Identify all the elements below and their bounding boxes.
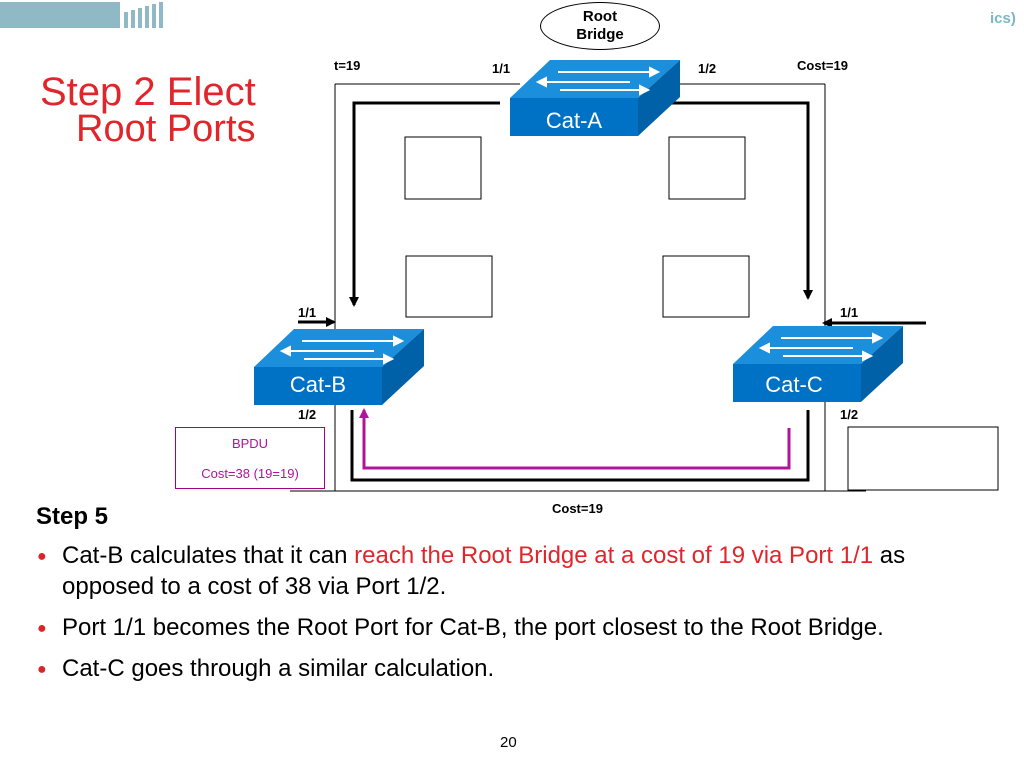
corner-brand-text: ics): [990, 10, 1016, 27]
page-number: 20: [500, 734, 517, 751]
switch-icon: [510, 60, 680, 136]
bpdu-title: BPDU: [231, 435, 269, 451]
logo-bars: [0, 0, 168, 30]
bpdu-cost: Cost=38 (19=19): [201, 465, 299, 481]
switch-label-cat-c: Cat-C: [765, 372, 823, 397]
placeholder-box: [405, 255, 493, 318]
switch-icon: [254, 329, 424, 405]
cost-label-bottom: Cost=19: [552, 501, 603, 516]
step-heading: Step 5: [36, 503, 109, 530]
port-label-cat-b-1-2: 1/2: [298, 407, 317, 422]
placeholder-box: [668, 136, 746, 200]
bullet-highlight-text: reach the Root Bridge at a cost of 19 vi…: [354, 542, 874, 569]
root-bubble-line1: Root: [582, 8, 618, 25]
placeholder-box: [847, 426, 999, 491]
switch-icon: [733, 326, 903, 402]
bullet-text: Cat-C goes through a similar calculation…: [62, 655, 495, 682]
cost-label-top-left: t=19: [334, 58, 361, 73]
switch-label-cat-a: Cat-A: [545, 108, 603, 133]
bpdu-arrow-cat-c-to-cat-b: [359, 408, 791, 470]
slide-title: Step 2 Elect: [40, 70, 256, 114]
bottom-link-black: [350, 410, 810, 482]
port-label-cat-c-1-1: 1/1: [840, 305, 859, 320]
port-label-cat-b-1-1: 1/1: [298, 305, 317, 320]
root-bridge-bubble: Root Bridge: [540, 2, 660, 50]
bullet-item: ● Cat-B calculates that it can reach the…: [34, 540, 994, 602]
bullet-text: Port 1/1 becomes the Root Port for Cat-B…: [62, 614, 884, 641]
slide-title-line2: Root Ports: [76, 108, 256, 150]
root-bubble-line2: Bridge: [576, 26, 624, 43]
link-outline: [290, 83, 866, 492]
placeholder-box: [662, 255, 750, 318]
bullet-list: ● Cat-B calculates that it can reach the…: [34, 540, 994, 694]
bullet-item: ● Port 1/1 becomes the Root Port for Cat…: [34, 612, 994, 643]
bpdu-arrow-to-cat-c: [662, 101, 813, 300]
switch-label-cat-b: Cat-B: [289, 372, 347, 397]
bullet-text: as opposed to a cost of 38 via Port 1/2.: [62, 542, 906, 600]
cost-label-top-right: Cost=19: [797, 58, 848, 73]
bullet-dot-icon: ●: [37, 548, 47, 565]
port-label-cat-a-1-1: 1/1: [492, 61, 511, 76]
bpdu-arrow-to-cat-b: [349, 101, 500, 307]
bullet-text: Cat-B calculates that it can: [62, 542, 355, 569]
port-label-cat-a-1-2: 1/2: [698, 61, 717, 76]
bpdu-info-box: BPDU Cost=38 (19=19): [175, 427, 325, 489]
port-label-cat-c-1-2: 1/2: [840, 407, 859, 422]
bullet-item: ● Cat-C goes through a similar calculati…: [34, 653, 994, 684]
placeholder-box: [404, 136, 482, 200]
bullet-dot-icon: ●: [37, 620, 47, 637]
bullet-dot-icon: ●: [37, 661, 47, 678]
